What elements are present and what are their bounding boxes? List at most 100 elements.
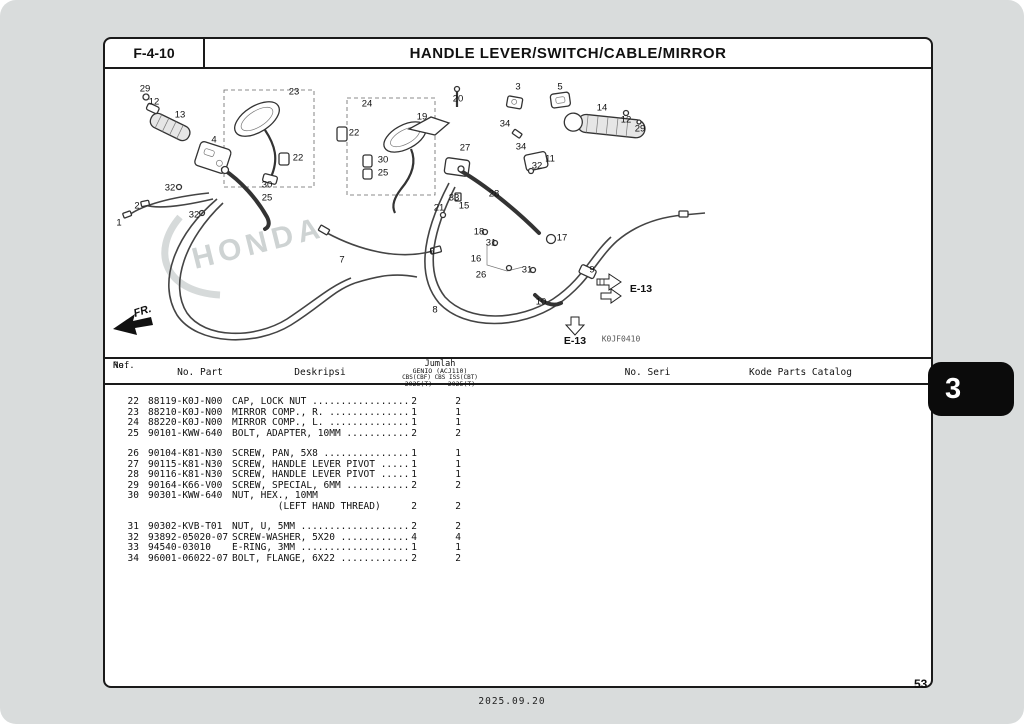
table-cell-ref: 28: [127, 469, 139, 480]
table-cell-ref: 24: [127, 417, 139, 428]
diagram-callout: 32: [164, 182, 176, 194]
throttle-grip: [563, 109, 646, 139]
table-cell-part: 94540-03010: [148, 542, 211, 553]
diagram-ref-label: E-13: [629, 283, 653, 295]
table-cell-q1: 2: [411, 521, 417, 532]
table-cell-desc: SCREW, HANDLE LEVER PIVOT .....: [232, 458, 410, 470]
diagram-callout: 26: [475, 269, 487, 281]
table-row: 27 90115-K81-N30 SCREW, HANDLE LEVER PIVOT…: [105, 458, 931, 471]
col-header-catalog: Kode Parts Catalog: [749, 367, 852, 378]
col-header-part: No. Part: [177, 367, 223, 378]
diagram-callout: 30: [377, 154, 389, 166]
diagram-callout: 3: [515, 81, 521, 93]
left-cables: [122, 192, 443, 341]
diagram-callout: 4: [211, 134, 217, 146]
lever-brackets: [505, 91, 572, 110]
front-direction-arrow: FR.: [113, 303, 153, 335]
diagram-callout: 32: [188, 209, 200, 221]
section-code: F-4-10: [105, 39, 205, 67]
diagram-callout: 29: [634, 123, 646, 135]
table-cell-desc: BOLT, ADAPTER, 10MM ...........: [232, 427, 410, 439]
table-cell-ref: 33: [127, 542, 139, 553]
mirror-detail-box-right: [346, 97, 436, 196]
table-cell-q1: 4: [411, 531, 417, 543]
diagram-callout: 34: [499, 118, 511, 130]
table-cell-q2: 2: [455, 427, 461, 439]
cable-bracket: [439, 192, 597, 307]
table-cell-desc: MIRROR COMP., R. ..............: [232, 406, 410, 418]
chapter-tab: 3: [928, 362, 1014, 416]
front-label: FR.: [132, 303, 153, 320]
diagram-callout: 25: [261, 192, 273, 204]
diagram-callout: 27: [459, 142, 471, 154]
table-cell-part: 88220-K0J-N00: [148, 417, 223, 428]
diagram-callout: 12: [620, 114, 632, 126]
diagram-callout: 19: [416, 111, 428, 123]
diagram-callout: 33: [448, 192, 460, 204]
diagram-callout: 2: [134, 200, 140, 212]
table-cell-desc: E-RING, 3MM ...................: [232, 542, 410, 553]
table-cell-ref: 29: [127, 479, 139, 491]
table-cell-q1: 2: [411, 552, 417, 564]
table-cell-q1: 2: [411, 479, 417, 491]
diagram-callout: 13: [174, 109, 186, 121]
table-cell-part: 88119-K0J-N00: [148, 396, 223, 407]
diagram-callout: 11: [545, 153, 555, 165]
table-cell-ref: 26: [127, 448, 139, 459]
table-cell-ref: 22: [127, 396, 139, 407]
header: F-4-10 HANDLE LEVER/SWITCH/CABLE/MIRROR: [105, 39, 931, 69]
diagram-code: K0JF0410: [601, 334, 641, 344]
diagram-callout: 14: [596, 102, 608, 114]
table-cell-ref: 34: [127, 552, 139, 564]
page-number: 53: [914, 677, 928, 691]
table-cell-ref: 27: [127, 458, 139, 470]
table-cell-desc: SCREW, PAN, 5X8 ...............: [232, 448, 410, 459]
table-cell-q2: 1: [455, 458, 461, 470]
e13-arrow-down: [564, 316, 586, 336]
table-cell-part: 93892-05020-07: [148, 531, 229, 543]
table-cell-q1: 1: [411, 448, 417, 459]
left-switch-housing: [175, 141, 290, 231]
diagram-callout: 21: [433, 202, 445, 214]
table-cell-part: 90116-K81-N30: [148, 469, 223, 480]
table-row: 28 90116-K81-N30 SCREW, HANDLE LEVER PIVOT…: [105, 469, 931, 481]
diagram-callout: 20: [452, 93, 464, 105]
diagram-callout: 34: [515, 141, 527, 153]
diagram-callout: 9: [589, 264, 595, 276]
table-cell-ref: 32: [127, 531, 139, 543]
parts-diagram: HONDA: [105, 67, 931, 357]
table-cell-desc: SCREW, HANDLE LEVER PIVOT .....: [232, 469, 410, 480]
mirror-detail-box-left: [223, 89, 315, 188]
table-cell-part: 90301-KWW-640: [148, 490, 223, 501]
parts-table-header: No. Ref. No. Part Deskripsi Jumlah GENIO…: [105, 357, 931, 388]
table-cell-part: 90101-KWW-640: [148, 427, 223, 439]
diagram-callout: 31: [521, 264, 533, 276]
diagram-callout: 22: [292, 152, 304, 164]
e13-arrow-right: [596, 273, 622, 291]
table-cell-q2: 2: [455, 552, 461, 564]
table-cell-desc: (LEFT HAND THREAD): [232, 500, 381, 512]
diagram-callout: 24: [361, 98, 373, 110]
table-cell-part: 90302-KVB-T01: [148, 521, 223, 532]
diagram-drawing: HONDA: [113, 85, 706, 341]
content-card: F-4-10 HANDLE LEVER/SWITCH/CABLE/MIRROR …: [103, 37, 933, 688]
table-cell-ref: 30: [127, 490, 139, 501]
left-grip: [142, 93, 191, 142]
table-row-spacer: [105, 512, 931, 522]
table-cell-q1: 1: [411, 542, 417, 553]
table-cell-part: 90115-K81-N30: [148, 458, 223, 470]
page-title: HANDLE LEVER/SWITCH/CABLE/MIRROR: [409, 44, 727, 62]
diagram-callout: 28: [488, 188, 500, 200]
table-cell-part: 90104-K81-N30: [148, 448, 223, 459]
table-cell-q1: 2: [411, 396, 417, 407]
table-cell-q2: 4: [455, 531, 461, 543]
brake-lever: [407, 85, 557, 245]
table-cell-q1: 2: [411, 500, 417, 512]
col-header-seri: No. Seri: [624, 367, 671, 378]
e13-arrow-right-2: [600, 288, 622, 304]
